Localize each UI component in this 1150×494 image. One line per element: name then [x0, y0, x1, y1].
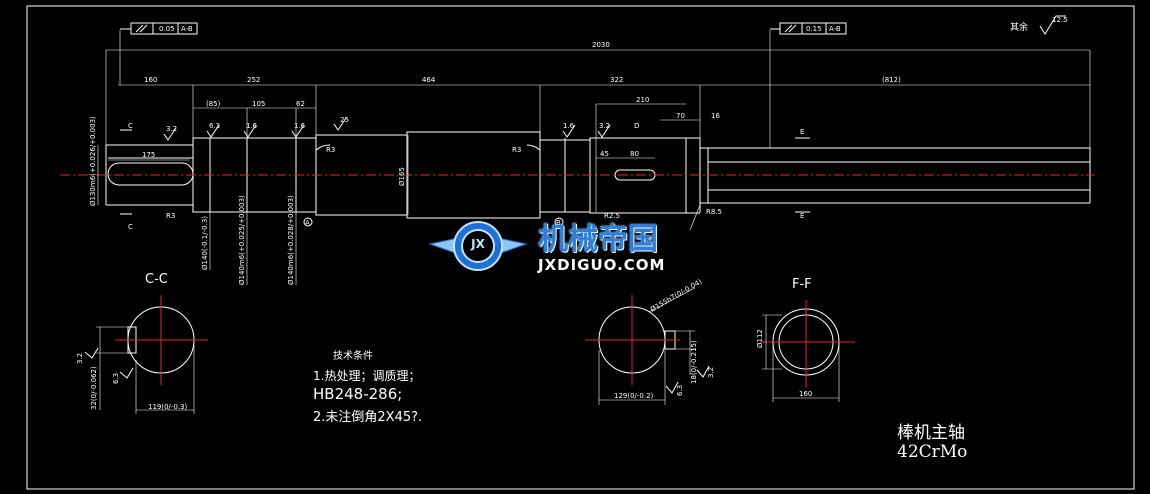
- section-ff-title: F-F: [792, 277, 812, 292]
- roughness-value: 1.6: [294, 122, 306, 130]
- dim-overall: 2030: [592, 41, 610, 49]
- section-label: E: [800, 212, 804, 220]
- dim-160: 160: [144, 76, 157, 84]
- section-ff: [760, 300, 855, 402]
- dim-80: 80: [630, 150, 639, 158]
- roughness-value: 3.2: [76, 353, 84, 364]
- runout-icon: [784, 24, 797, 33]
- tolerance-datum: A-B: [181, 25, 193, 33]
- roughness-value: 3.2: [599, 122, 610, 130]
- roughness-rest-value: 12.5: [1052, 16, 1068, 24]
- roughness-rest-label: 其余: [1010, 21, 1028, 33]
- section-dd: [585, 287, 710, 405]
- dim-18: 18(0/-0.215): [690, 340, 698, 384]
- dimension-lines: [97, 30, 1091, 285]
- section-cc-title: C-C: [145, 272, 168, 287]
- dim-464: 464: [422, 76, 436, 84]
- keyway-left: [107, 162, 194, 186]
- tolerance-value: 0.15: [806, 25, 822, 33]
- dim-dia-left: Ø130m6(+0.026/+0.003): [89, 116, 97, 206]
- dim-dia-112: Ø112: [756, 329, 764, 348]
- tolerance-frame-left: [120, 22, 198, 35]
- dim-129: 129(0/-0.2): [614, 392, 654, 400]
- watermark-logo: JX 机械帝国 JXDIGUO.COM: [428, 214, 728, 278]
- datum-a: [303, 217, 313, 227]
- watermark-brand-cn: 机械帝国: [538, 222, 658, 257]
- dim-175: 175: [142, 151, 155, 159]
- dim-r25: R2.5: [604, 212, 620, 220]
- dim-85: (85): [206, 100, 221, 108]
- dim-119: 119(0/-0.3): [148, 403, 188, 411]
- roughness-value: 1.6: [563, 122, 575, 130]
- dim-45: 45: [600, 150, 609, 158]
- tolerance-value: 0.05: [159, 25, 175, 33]
- dim-dia-140b: Ø140m6(+0.025/+0.003): [238, 195, 246, 285]
- dim-322: 322: [610, 76, 623, 84]
- roughness-value: 6.3: [676, 385, 684, 396]
- dim-dia-165: Ø165: [398, 167, 406, 186]
- dim-r85: R8.5: [706, 208, 722, 216]
- dim-16: 16: [711, 112, 720, 120]
- dim-160: 160: [799, 390, 812, 398]
- dim-210: 210: [636, 96, 649, 104]
- tech-line-1: 1.热处理；调质理；: [313, 369, 421, 383]
- section-label: C: [128, 122, 133, 130]
- section-label: D: [634, 122, 639, 130]
- datum-label: B: [556, 219, 561, 227]
- dim-70: 70: [676, 112, 685, 120]
- part-material: 42CrMo: [897, 442, 968, 462]
- tolerance-datum: A-B: [829, 25, 841, 33]
- section-label: E: [800, 128, 804, 136]
- section-marker-e: [795, 137, 810, 213]
- dim-62: 62: [296, 100, 305, 108]
- watermark-brand-en: JXDIGUO.COM: [538, 256, 666, 274]
- roughness-value: 6.3: [112, 373, 120, 384]
- section-label: C: [128, 223, 133, 231]
- roughness-value: 6.3: [209, 122, 220, 130]
- datum-label: A: [305, 219, 310, 227]
- dim-r3: R3: [512, 146, 521, 154]
- roughness-value: 3.2: [166, 125, 177, 133]
- emblem-text: JX: [471, 237, 485, 251]
- dim-r3: R3: [166, 212, 175, 220]
- tech-line-3: 2.未注倒角2X45?.: [313, 410, 423, 425]
- roughness-value: 3.2: [707, 367, 715, 378]
- tech-heading: 技术条件: [333, 351, 373, 362]
- dim-812: (812): [882, 76, 901, 84]
- dim-252: 252: [247, 76, 260, 84]
- dim-dia-140c: Ø140m6(+0.028/+0.003): [287, 195, 295, 285]
- roughness-value: 1.6: [246, 122, 258, 130]
- runout-icon: [135, 24, 148, 33]
- dim-dia-140a: Ø140(-0.1/-0.3): [201, 216, 209, 270]
- datum-b: [554, 217, 564, 227]
- roughness-value: 25: [340, 116, 349, 124]
- drawing-border: [26, 5, 1135, 490]
- dim-dia-155: Ø155h7(0/-0.04): [649, 278, 704, 314]
- dim-r3: R3: [326, 146, 335, 154]
- section-marker-c: [120, 129, 132, 215]
- dim-32: 32(0/-0.062): [90, 366, 98, 410]
- part-name: 棒机主轴: [897, 423, 965, 443]
- tech-line-2: HB248-286;: [313, 385, 403, 403]
- gear-wings-icon: [428, 221, 528, 271]
- roughness-symbols: [163, 15, 1066, 141]
- tolerance-frame-right: [770, 22, 847, 35]
- dim-105: 105: [252, 100, 265, 108]
- section-cc: [84, 295, 208, 414]
